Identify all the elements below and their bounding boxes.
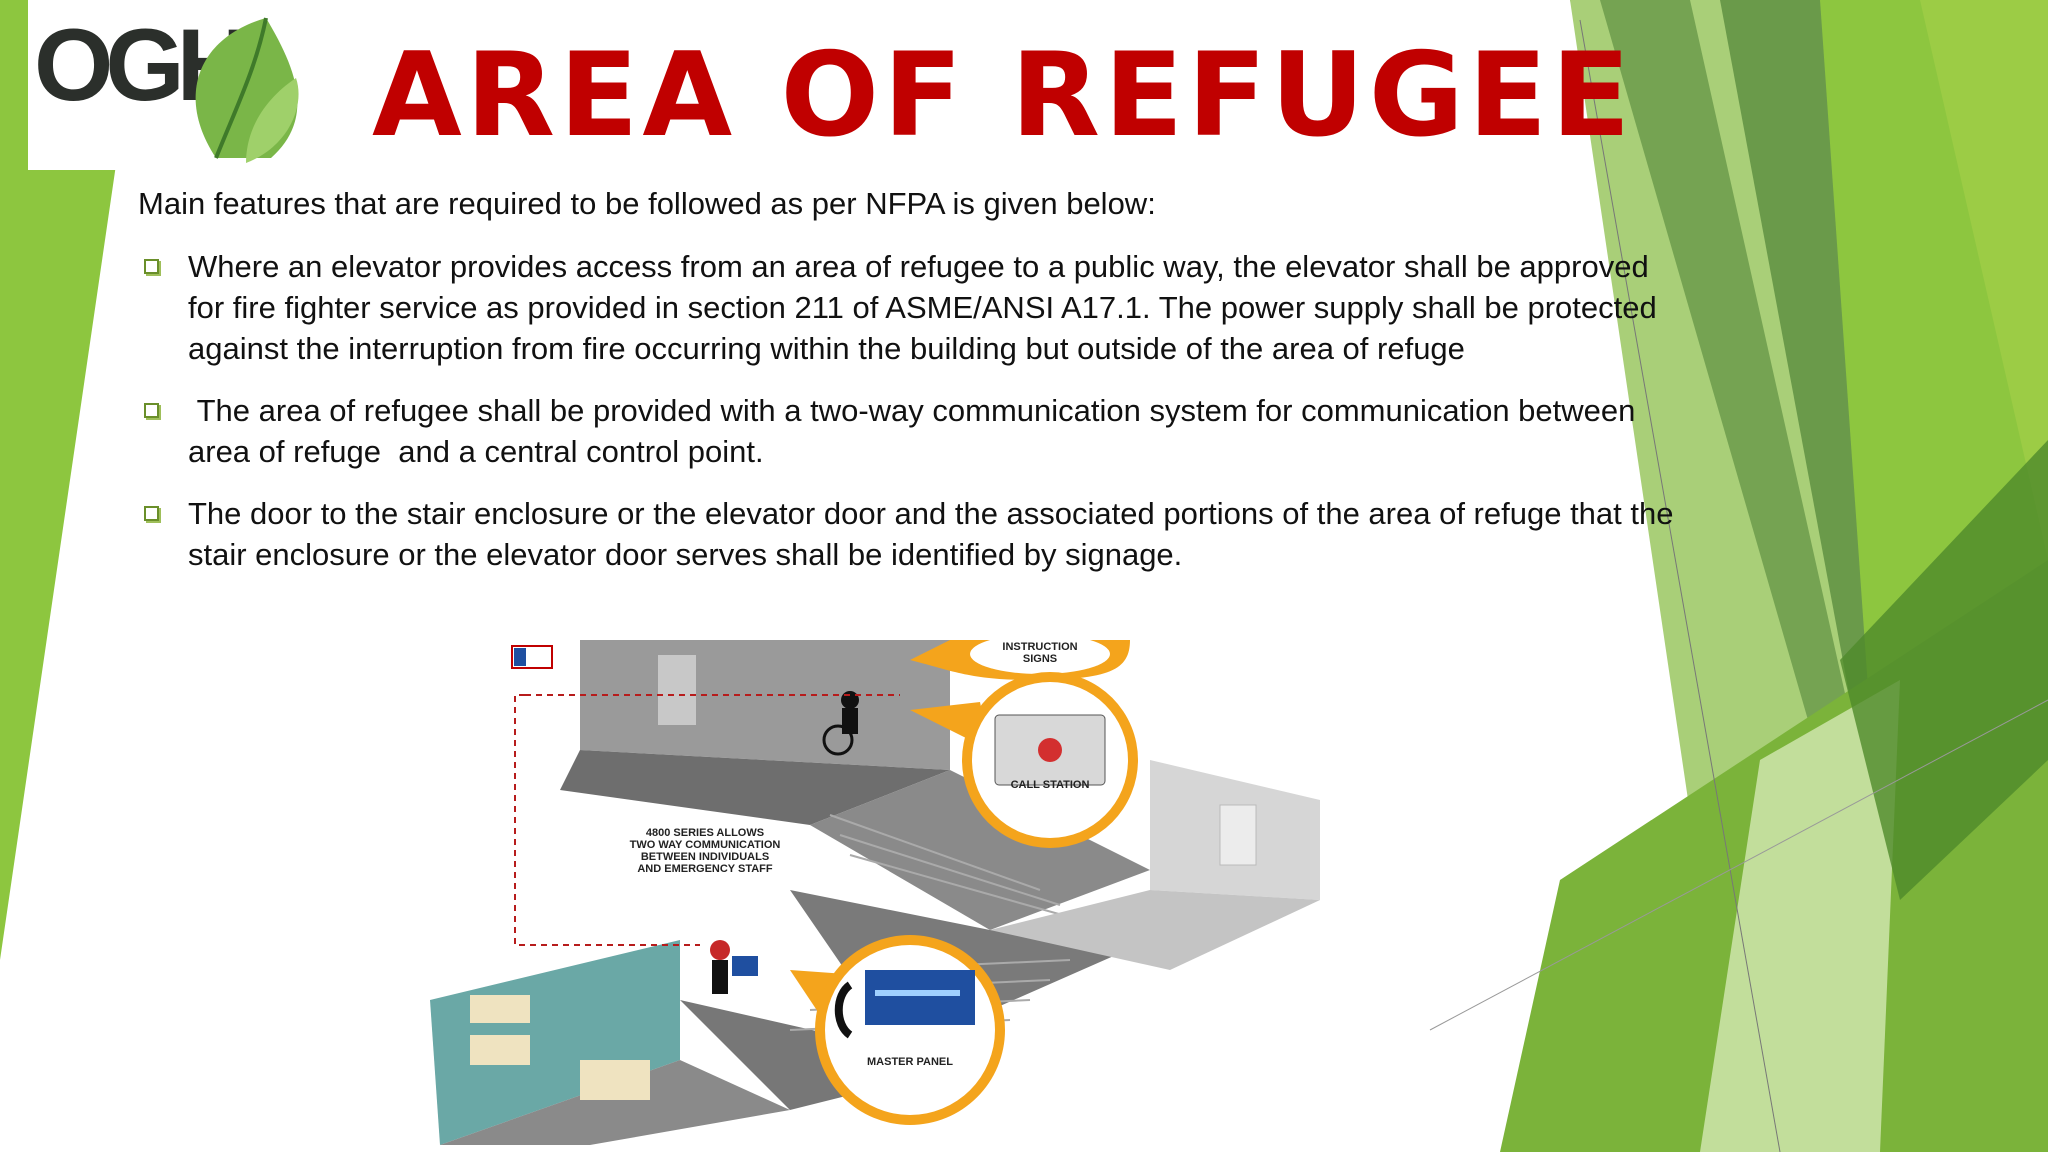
checkbox-bullet-icon (144, 403, 159, 418)
master-panel-label: MASTER PANEL (867, 1056, 953, 1068)
phone-handset-icon (834, 981, 853, 1039)
lower-room-floor (440, 1060, 790, 1145)
bullet-text: The area of refugee shall be provided wi… (188, 393, 1636, 469)
lower-room-wall (430, 940, 680, 1145)
lower-cabinet (470, 1035, 530, 1065)
person-icon (841, 691, 859, 709)
right-olive-band (1600, 0, 1880, 900)
intro-text: Main features that are required to be fo… (138, 186, 1156, 221)
wheelchair-icon (822, 724, 854, 756)
thin-line (1579, 19, 1781, 1152)
bullet-text: The door to the stair enclosure or the e… (188, 496, 1674, 572)
thin-line-2 (1429, 699, 2048, 1031)
bullet-text: Where an elevator provides access from a… (188, 249, 1657, 366)
area-of-refuge-diagram: 4800 SERIES ALLOWS TWO WAY COMMUNICATION… (430, 640, 1320, 1145)
checkbox-bullet-icon (144, 506, 159, 521)
reception-desk (580, 1060, 650, 1100)
person-body (842, 708, 858, 734)
right-top-band (1920, 0, 2048, 560)
upper-wall (580, 640, 950, 770)
call-button-icon (1038, 738, 1062, 762)
slide-title: AREA OF REFUGEE (372, 28, 1635, 163)
bullet-item: Where an elevator provides access from a… (138, 246, 1678, 369)
note-line: AND EMERGENCY STAFF (637, 863, 773, 875)
upper-door (658, 655, 696, 725)
checkbox-bullet-icon (144, 259, 159, 274)
instruction-signs-bubble (970, 640, 1110, 674)
master-panel-screen (875, 990, 960, 996)
communication-line (514, 694, 700, 946)
right-room-floor (990, 890, 1320, 970)
bottom-pale-green (1700, 680, 1900, 1152)
staff-helmet-icon (710, 940, 730, 960)
master-panel-device (865, 970, 975, 1025)
ogh-logo: OGH (28, 0, 308, 170)
note-line: 4800 SERIES ALLOWS (646, 827, 764, 839)
note-line: BETWEEN INDIVIDUALS (641, 851, 769, 863)
wall-panel (732, 956, 758, 976)
note-line: TWO WAY COMMUNICATION (630, 839, 781, 851)
bullet-item: The area of refugee shall be provided wi… (138, 390, 1678, 472)
right-room-door (1219, 804, 1257, 866)
bullet-item: The door to the stair enclosure or the e… (138, 493, 1678, 575)
upper-floor (560, 750, 950, 825)
bullet-list: Where an elevator provides access from a… (138, 246, 1678, 596)
dark-green-wedge (1840, 440, 2048, 900)
leaf-icon (195, 17, 299, 163)
call-station-label: CALL STATION (1011, 779, 1090, 791)
wall-cabinet (470, 995, 530, 1023)
staff-body (712, 960, 728, 994)
instruction-label: SIGNS (1023, 653, 1057, 665)
instruction-label: INSTRUCTION (1002, 641, 1077, 653)
left-green-stripe (0, 0, 140, 960)
accessibility-icon (514, 648, 526, 666)
